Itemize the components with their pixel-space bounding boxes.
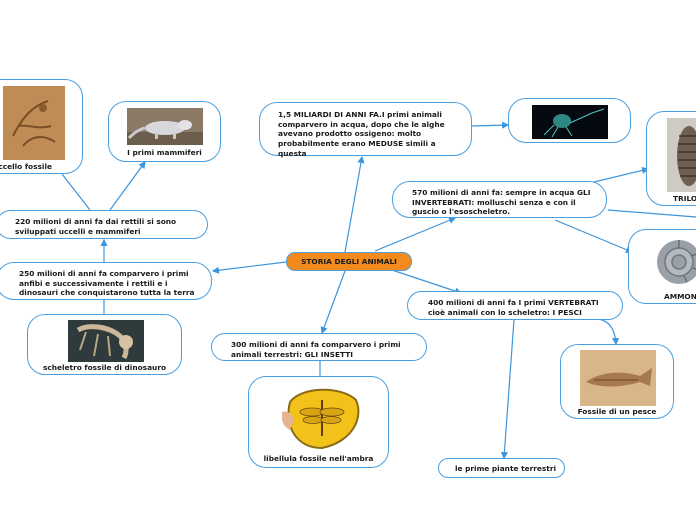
image-caption-uccello: uccello fossile xyxy=(0,162,52,172)
image-node-uccello[interactable]: uccello fossile xyxy=(0,79,83,174)
image-caption-dinosauro: scheletro fossile di dinosauro xyxy=(28,363,181,373)
link-uccelli-mammiferi xyxy=(110,162,145,210)
image-caption-ammonite: AMMONI xyxy=(629,292,696,302)
jellyfish-image xyxy=(532,105,608,139)
node-uccelli[interactable]: 220 milioni di anni fa dai rettili si so… xyxy=(0,210,208,239)
dinosaur-skeleton-image xyxy=(68,320,144,362)
image-caption-mammiferi: I primi mammiferi xyxy=(109,148,220,158)
node-uccelli-text: 220 milioni di anni fa dai rettili si so… xyxy=(15,217,176,236)
node-vertebrati[interactable]: 400 milioni di anni fa I primi VERTEBRAT… xyxy=(407,291,623,320)
node-invertebrati-text: 570 milioni di anni fa: sempre in acqua … xyxy=(412,188,591,217)
node-anfibi-text: 250 milioni di anni fa comparvero i prim… xyxy=(19,269,194,298)
image-caption-trilobite: TRILO xyxy=(647,194,696,204)
node-piante-text: le prime piante terrestri xyxy=(455,464,556,474)
image-caption-libellula: libellula fossile nell'ambra xyxy=(249,454,388,464)
image-node-medusa[interactable] xyxy=(508,98,631,143)
image-caption-pesce: Fossile di un pesce xyxy=(561,407,673,417)
node-miliardi-text: 1,5 MILIARDI DI ANNI FA.I primi animali … xyxy=(278,110,445,158)
link-center-insetti xyxy=(322,271,345,333)
link-vertebrati-pesce xyxy=(597,319,616,344)
node-insetti-text: 300 milioni di anni fa comparvero i prim… xyxy=(231,340,401,359)
node-invertebrati[interactable]: 570 milioni di anni fa: sempre in acqua … xyxy=(392,181,607,218)
link-center-vertebrati xyxy=(392,270,461,293)
center-node[interactable]: STORIA DEGLI ANIMALI xyxy=(286,252,412,271)
image-node-pesce[interactable]: Fossile di un pesce xyxy=(560,344,674,419)
link-uccelli-fossil xyxy=(62,174,90,210)
image-node-trilobite[interactable]: TRILO xyxy=(646,111,696,206)
link-miliardi-medusa xyxy=(472,125,508,126)
fossil-bird-image xyxy=(3,86,65,160)
link-invertebrati-right xyxy=(608,210,696,217)
link-invertebrati-ammonite xyxy=(555,220,632,252)
node-piante[interactable]: le prime piante terrestri xyxy=(438,458,565,478)
center-label: STORIA DEGLI ANIMALI xyxy=(301,257,397,267)
link-invertebrati-trilobite xyxy=(590,169,648,183)
node-miliardi[interactable]: 1,5 MILIARDI DI ANNI FA.I primi animali … xyxy=(259,102,472,156)
image-node-libellula[interactable]: libellula fossile nell'ambra xyxy=(248,376,389,468)
amber-dragonfly-image xyxy=(282,382,362,452)
node-vertebrati-text: 400 milioni di anni fa I primi VERTEBRAT… xyxy=(428,298,599,317)
mammal-image xyxy=(127,108,203,145)
node-insetti[interactable]: 300 milioni di anni fa comparvero i prim… xyxy=(211,333,427,361)
node-anfibi[interactable]: 250 milioni di anni fa comparvero i prim… xyxy=(0,262,212,300)
link-vertebrati-piante xyxy=(504,320,514,458)
image-node-dinosauro[interactable]: scheletro fossile di dinosauro xyxy=(27,314,182,375)
fish-fossil-image xyxy=(580,350,656,406)
ammonite-image xyxy=(649,236,696,288)
image-node-ammonite[interactable]: AMMONI xyxy=(628,229,696,304)
image-node-mammiferi[interactable]: I primi mammiferi xyxy=(108,101,221,162)
trilobite-image xyxy=(667,118,696,192)
link-center-anfibi xyxy=(213,262,286,271)
link-center-invertebrati xyxy=(375,218,455,251)
link-center-miliardi xyxy=(345,157,362,252)
